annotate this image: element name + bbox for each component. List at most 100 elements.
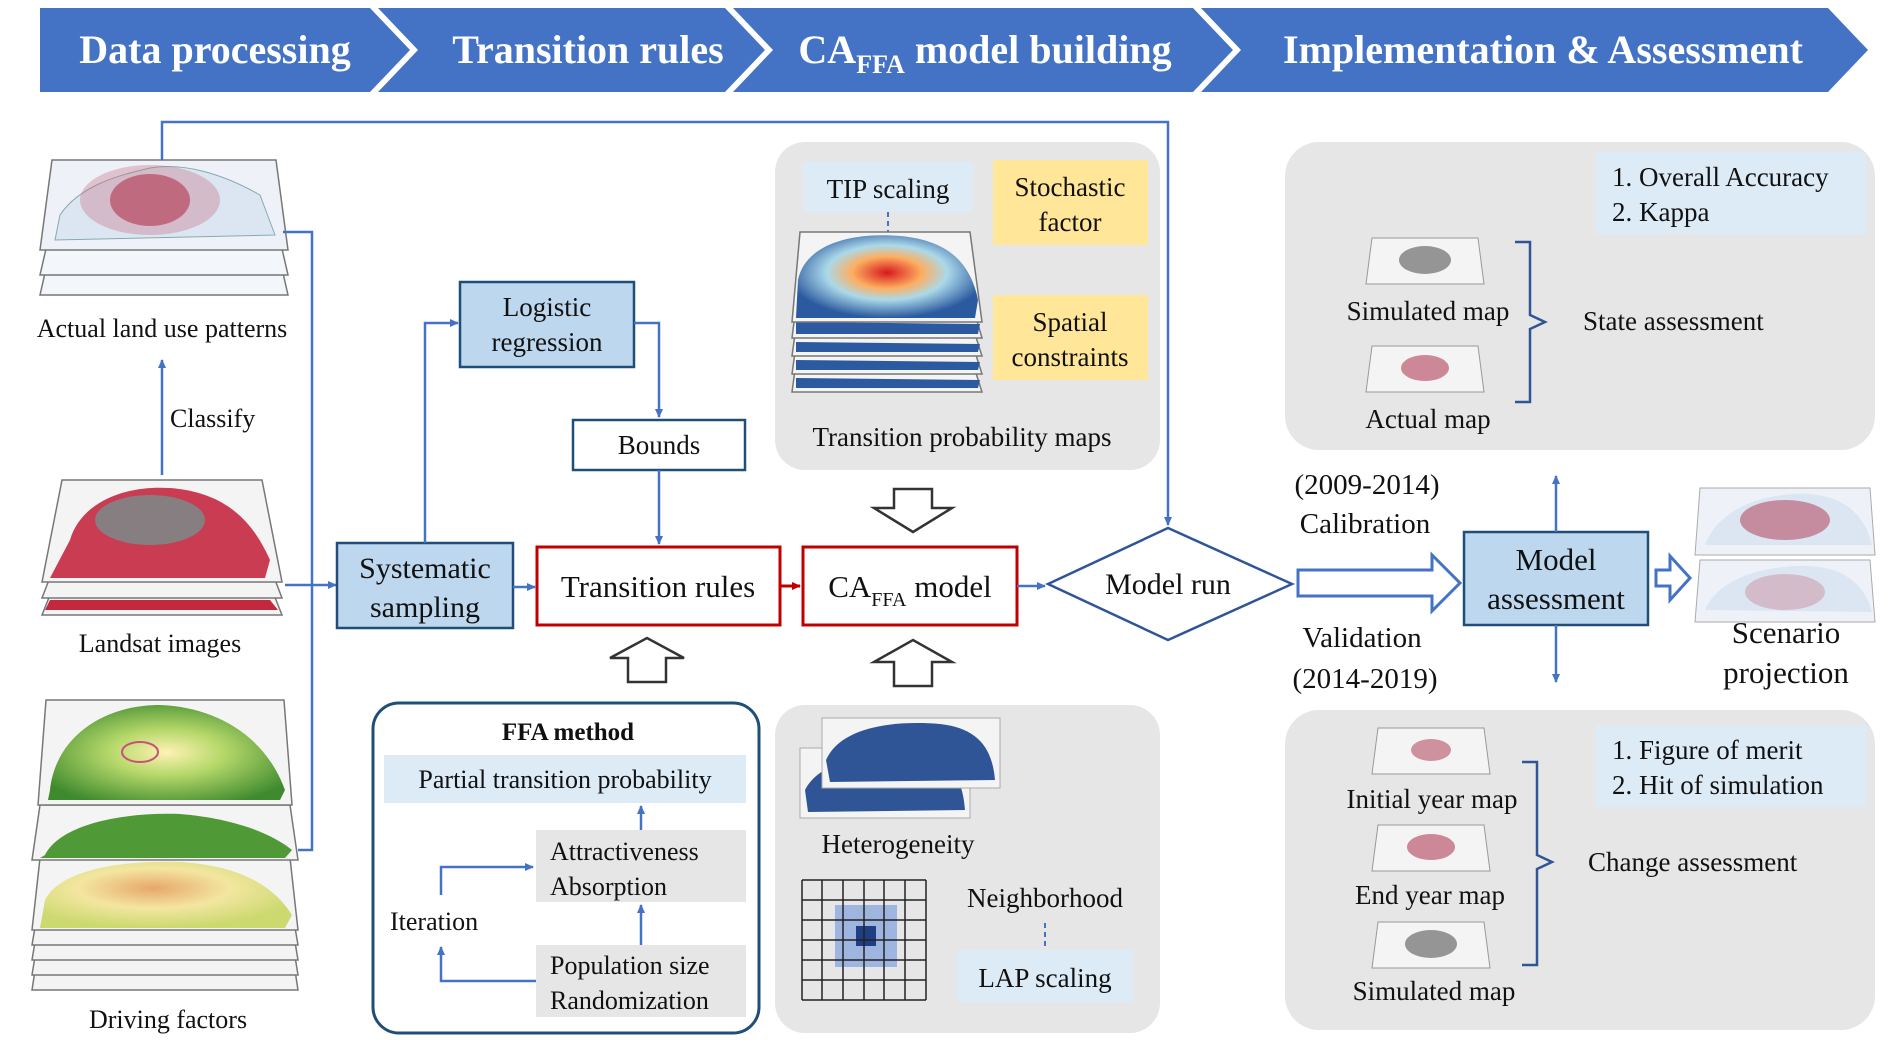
landsat-stack [40,479,284,616]
bounds-box [571,418,747,472]
simulated-map2-label: Simulated map [1353,976,1516,1006]
systematic-sampling-box [335,541,515,630]
spatial-line2: constraints [1012,342,1129,372]
stage-label-implementation: Implementation & Assessment [1283,27,1804,72]
classify-label: Classify [170,404,255,433]
caffa-ca: CA [828,569,872,604]
landsat-label: Landsat images [79,629,241,658]
validation-label: Validation [1302,622,1422,654]
stage-label-ca: CA [798,27,856,72]
model-run-diamond [1045,526,1296,642]
initial-map-label: Initial year map [1347,784,1518,814]
lap-scaling-label: LAP scaling [978,963,1111,993]
stage-label-ffa-subscript: FFA [856,50,905,79]
stage-label-model-building-rest: model building [905,27,1172,72]
stochastic-line2: factor [1039,207,1102,237]
run-to-assessment-arrow [1296,551,1463,615]
attractiveness-line2: Absorption [550,872,667,901]
population-line2: Randomization [550,986,709,1015]
change-metrics-box [1596,725,1866,807]
neighborhood-grid [801,879,927,1001]
actual-map-label: Actual map [1365,404,1490,434]
ffa-to-rules-arrow [609,636,685,684]
stochastic-factor-box [993,160,1148,245]
iteration-loop-top [439,863,534,895]
spatial-constraints-box [993,295,1148,380]
bounds-label: Bounds [618,430,701,460]
tip-scaling-box [803,162,973,212]
simulated-map-thumb [1365,237,1485,285]
state-metric-1: 1. Overall Accuracy [1612,162,1829,192]
population-box [536,945,746,1017]
stage-transition-rules [378,8,765,92]
simulated-map2-thumb [1371,921,1491,969]
transition-rules-box [535,545,782,627]
validation-years: (2014-2019) [1293,663,1438,695]
scenario-maps [1694,487,1876,623]
calibration-years: (2009-2014) [1295,469,1440,501]
driving-factors-label: Driving factors [89,1005,247,1034]
heterogeneity-label: Heterogeneity [822,829,975,859]
actual-map-thumb [1365,345,1485,393]
heterogeneity-maps [799,717,1001,819]
end-map-thumb [1371,824,1491,872]
transition-rules-label: Transition rules [561,569,755,604]
sampling-to-logistic-arrow [423,319,459,543]
driving-factors-stack [31,699,299,991]
partial-probability-label: Partial transition probability [418,765,711,794]
iteration-label: Iteration [390,907,478,936]
initial-map-thumb [1371,727,1491,775]
actual-land-use-stack [39,159,289,296]
stage-label-model-building: CAFFA model building [798,27,1171,79]
caffa-model-label: CAFFA model [828,569,992,611]
stage-data-processing [40,8,410,92]
end-map-label: End year map [1355,880,1505,910]
caffa-ffa-subscript: FFA [871,589,907,611]
stage-model-building [733,8,1233,92]
tpm-stack [791,231,984,393]
change-metric-1: 1. Figure of merit [1612,735,1803,765]
caffa-model-box [801,545,1019,627]
tpm-to-model-arrow [869,487,957,534]
stage-implementation [1201,8,1868,92]
change-brace [1522,760,1555,967]
systematic-sampling-line2: sampling [370,591,480,624]
stochastic-line1: Stochastic [1015,172,1126,202]
simulated-map-label: Simulated map [1347,296,1510,326]
data-to-sampling-connector [283,230,337,852]
attractiveness-box [536,830,746,902]
change-metric-2: 2. Hit of simulation [1612,770,1824,800]
population-line1: Population size [550,951,710,980]
partial-probability-box [384,755,746,803]
logistic-to-bounds-arrow [634,321,663,418]
tpm-label: Transition probability maps [812,422,1111,452]
spatial-line1: Spatial [1033,307,1108,337]
caffa-model-rest: model [907,569,992,604]
state-metric-2: 2. Kappa [1612,197,1709,227]
stage-label-transition-rules: Transition rules [452,27,724,72]
model-run-label: Model run [1105,568,1231,601]
systematic-sampling-line1: Systematic [359,552,491,585]
neighborhood-to-model-arrow [869,638,957,688]
attractiveness-line1: Attractiveness [550,837,699,866]
tip-scaling-label: TIP scaling [827,174,950,204]
model-assessment-line1: Model [1516,542,1597,577]
change-assessment-label: Change assessment [1588,847,1798,877]
state-metrics-box [1596,152,1866,234]
lap-scaling-box [957,950,1133,1002]
logistic-regression-line2: regression [492,327,603,357]
logistic-regression-box [458,280,636,369]
stage-label-data-processing: Data processing [79,27,350,72]
model-assessment-line2: assessment [1487,581,1625,616]
actual-land-use-label: Actual land use patterns [37,314,288,343]
scenario-line2: projection [1723,655,1849,690]
state-brace [1515,240,1548,404]
ffa-method-title: FFA method [502,719,634,746]
neighborhood-label: Neighborhood [967,883,1123,913]
actual-to-modelrun-connector [160,120,1172,526]
state-assessment-label: State assessment [1583,306,1764,336]
scenario-line1: Scenario [1732,615,1840,650]
header-bar: Data processing Transition rules CAFFA m… [40,8,1868,92]
logistic-regression-line1: Logistic [503,292,592,322]
